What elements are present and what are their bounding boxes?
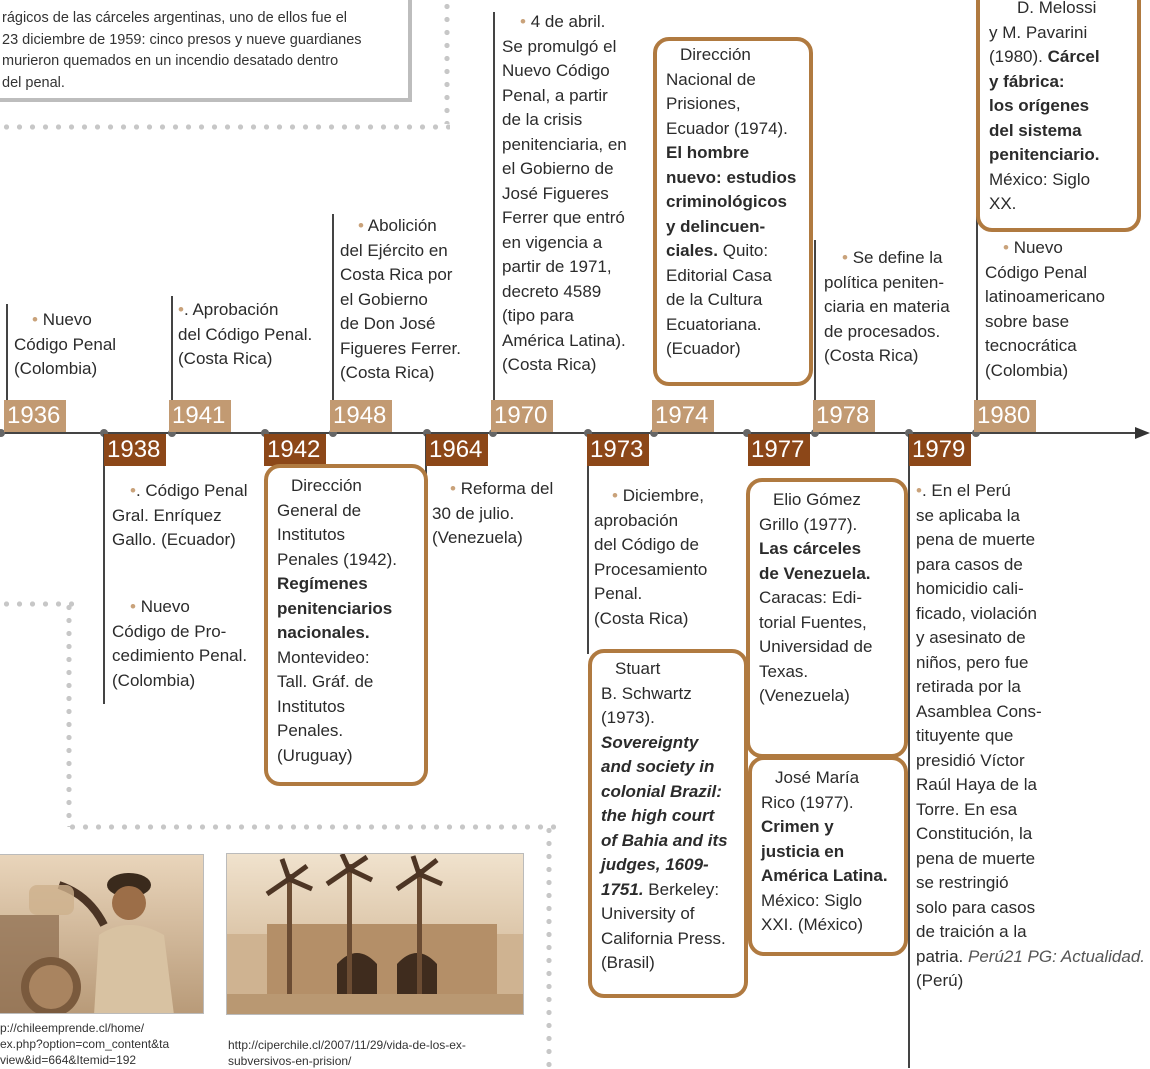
event-1938-ecuador: •. Código Penal Gral. Enríquez Gallo. (E… [112,481,248,549]
photo-building-image [227,854,523,1014]
year-label: 1973 [587,434,649,466]
event-1938-colombia: • Nuevo Código de Pro- cedimiento Penal.… [112,597,248,690]
event-1970: • 4 de abril. Se promulgó el Nuevo Códig… [502,12,627,374]
bullet-icon: • [358,216,364,235]
timeline-start-dot [0,429,5,437]
year-label: 1964 [426,434,488,466]
tick-dot [743,429,751,437]
reference-box-ecuador: Dirección Nacional de Prisiones, Ecuador… [653,37,813,386]
bullet-icon: • [520,12,526,31]
tick-dot [972,429,980,437]
year-label: 1941 [169,400,231,432]
dotted-border [66,824,556,830]
event-1936: • Nuevo Código Penal (Colombia) [14,310,117,378]
photo-guard-image [0,855,203,1013]
connector-line [908,434,910,1068]
year-label: 1980 [974,400,1036,432]
bullet-icon: • [916,481,922,500]
quote-line: rágicos de las cárceles argentinas, uno … [2,10,347,26]
year-label: 1936 [4,400,66,432]
bullet-icon: • [178,300,184,319]
connector-line [103,434,105,704]
event-1964: • Reforma del 30 de julio. (Venezuela) [432,479,554,547]
dotted-border [0,124,450,130]
event-1941: •. Aprobación del Código Penal. (Costa R… [178,300,313,368]
bullet-icon: • [450,479,456,498]
dotted-border [444,0,450,124]
year-label: 1974 [652,400,714,432]
quote-line: murieron quemados en un incendio desatad… [2,53,339,69]
reference-box-schwartz: Stuart B. Schwartz (1973). Sovereignty a… [588,649,748,998]
photo-caption-left: p://chileemprende.cl/home/ ex.php?option… [0,1021,170,1067]
quote-line: del penal. [2,74,65,91]
event-1980: • Nuevo Código Penal latinoamericano sob… [985,238,1106,380]
connector-line [6,304,8,432]
tick-dot [650,429,658,437]
year-label: 1942 [264,434,326,466]
dotted-border [0,601,74,607]
bullet-icon: • [1003,238,1009,257]
year-label: 1948 [330,400,392,432]
timeline-axis [0,432,1140,434]
tick-dot [261,429,269,437]
bullet-icon: • [32,310,38,329]
tick-dot [423,429,431,437]
dotted-border [546,824,552,1068]
tick-dot [489,429,497,437]
year-label: 1978 [813,400,875,432]
quote-line: 23 diciembre de 1959: cinco presos y nue… [2,31,362,48]
reference-box-gomez: Elio Gómez Grillo (1977). Las cárceles d… [746,478,908,758]
quote-box: rágicos de las cárceles argentinas, uno … [0,0,412,102]
bullet-icon: • [130,597,136,616]
connector-line [171,296,173,432]
event-1978: • Se define la política peniten- ciaria … [824,248,950,365]
dotted-border [66,601,72,827]
tick-dot [329,429,337,437]
year-label: 1977 [748,434,810,466]
event-1948: • Abolición del Ejército en Costa Rica p… [340,216,461,382]
year-label: 1979 [909,434,971,466]
photo-prison-building [226,853,524,1015]
arrow-head-icon [1135,427,1150,439]
tick-dot [584,429,592,437]
reference-box-rico: José María Rico (1977). Crimen y justici… [748,756,908,956]
year-label: 1970 [491,400,553,432]
bullet-icon: • [130,481,136,500]
tick-dot [811,429,819,437]
connector-line [587,434,589,654]
photo-caption-right: http://ciperchile.cl/2007/11/29/vida-de-… [228,1038,466,1068]
tick-dot [905,429,913,437]
connector-line [814,240,816,432]
tick-dot [168,429,176,437]
bullet-icon: • [842,248,848,267]
event-1973: • Diciembre, aprobación del Código de Pr… [594,486,708,628]
connector-line [332,214,334,432]
event-1979: •. En el Perú se aplicaba la pena de mue… [916,481,1146,990]
year-label: 1938 [104,434,166,466]
reference-box-melossi: D. Melossi y M. Pavarini (1980). Cárcel … [976,0,1141,232]
connector-line [493,12,495,432]
tick-dot [100,429,108,437]
reference-box-uruguay: Dirección General de Institutos Penales … [264,464,428,786]
bullet-icon: • [612,486,618,505]
photo-prison-guard [0,854,204,1014]
